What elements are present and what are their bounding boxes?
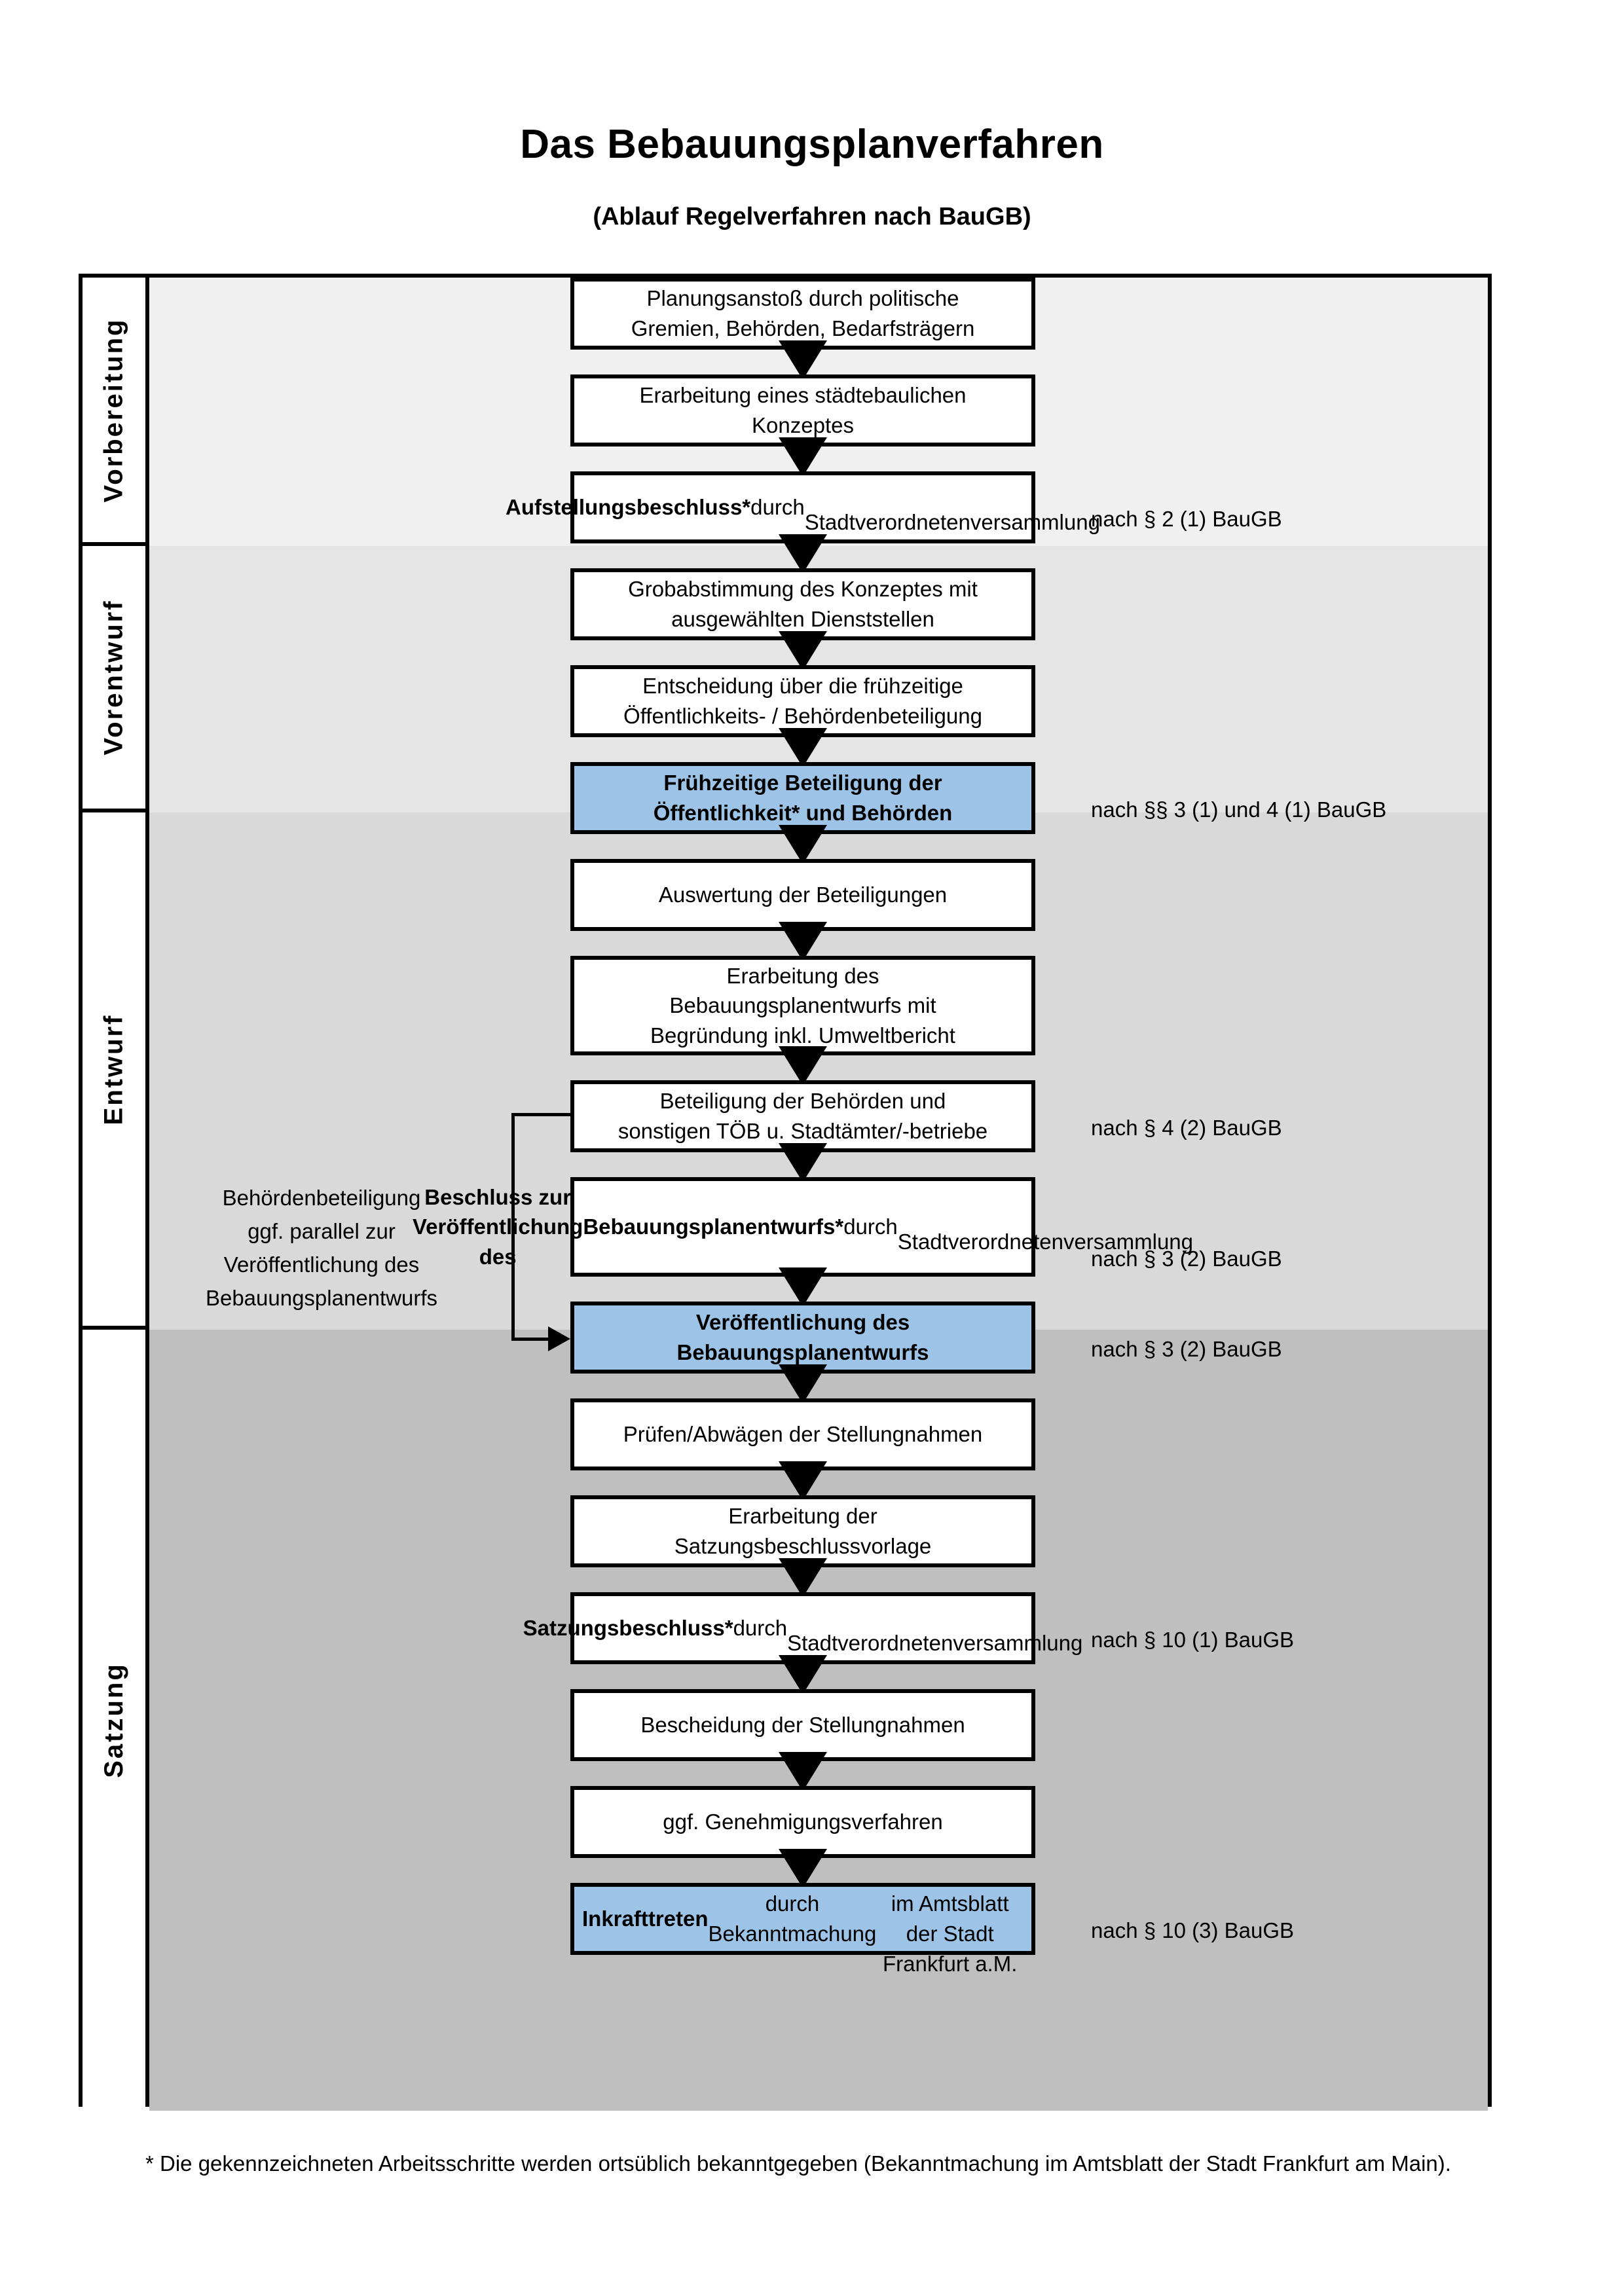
arrow-down-icon <box>779 631 827 670</box>
arrow-down-icon <box>779 437 827 477</box>
phase-cell-vorbereitung: Vorbereitung <box>83 278 145 546</box>
legal-reference-aufstellungsbeschluss: nach § 2 (1) BauGB <box>1091 507 1282 531</box>
arrow-down-icon <box>779 1461 827 1501</box>
phase-label-vorbereitung: Vorbereitung <box>99 318 128 502</box>
flow-step-auswertung-beteiligungen: Auswertung der Beteiligungen <box>570 859 1035 931</box>
phase-cell-vorentwurf: Vorentwurf <box>83 546 145 812</box>
flow-step-genehmigungsverfahren: ggf. Genehmigungsverfahren <box>570 1786 1035 1858</box>
arrow-down-icon <box>779 1558 827 1597</box>
phase-cell-entwurf: Entwurf <box>83 812 145 1330</box>
arrow-down-icon <box>779 340 827 380</box>
arrow-down-icon <box>779 1655 827 1694</box>
arrow-down-icon <box>779 922 827 961</box>
parallel-bracket-top-segment <box>511 1113 570 1116</box>
legal-reference-fruehzeitige-beteiligung: nach §§ 3 (1) und 4 (1) BauGB <box>1091 797 1387 822</box>
arrow-down-icon <box>779 1752 827 1791</box>
arrow-down-icon <box>779 728 827 767</box>
arrow-down-icon <box>779 1143 827 1182</box>
phase-cell-satzung: Satzung <box>83 1330 145 2111</box>
arrow-down-icon <box>779 534 827 574</box>
legal-reference-satzungsbeschluss: nach § 10 (1) BauGB <box>1091 1628 1295 1652</box>
arrow-down-icon <box>779 1046 827 1085</box>
arrow-down-icon <box>779 1267 827 1307</box>
phase-label-satzung: Satzung <box>99 1662 128 1778</box>
arrow-down-icon <box>779 1364 827 1404</box>
arrow-down-icon <box>779 825 827 864</box>
legal-reference-beschluss-veroeffentlichung: nach § 3 (2) BauGB <box>1091 1247 1282 1271</box>
legal-reference-inkrafttreten: nach § 10 (3) BauGB <box>1091 1918 1295 1942</box>
page-subtitle: (Ablauf Regelverfahren nach BauGB) <box>593 203 1031 230</box>
flow-step-pruefen-abwaegen: Prüfen/Abwägen der Stellungnahmen <box>570 1398 1035 1470</box>
parallel-bracket-left-segment <box>511 1113 515 1338</box>
footnote: * Die gekennzeichneten Arbeitsschritte w… <box>145 2151 1451 2176</box>
parallel-bracket-bottom-segment <box>511 1338 548 1341</box>
flow-step-bescheidung-stellungnahmen: Bescheidung der Stellungnahmen <box>570 1689 1035 1761</box>
page-title: Das Bebauungsplanverfahren <box>520 122 1104 167</box>
arrow-down-icon <box>779 1849 827 1888</box>
legal-reference-veroeffentlichung-bebauungsplanentwurf: nach § 3 (2) BauGB <box>1091 1337 1282 1361</box>
legal-reference-beteiligung-behoerden-toeb: nach § 4 (2) BauGB <box>1091 1116 1282 1140</box>
parallel-bracket-arrowhead-icon <box>548 1326 570 1351</box>
phase-label-entwurf: Entwurf <box>99 1013 128 1125</box>
phase-label-vorentwurf: Vorentwurf <box>99 599 128 756</box>
